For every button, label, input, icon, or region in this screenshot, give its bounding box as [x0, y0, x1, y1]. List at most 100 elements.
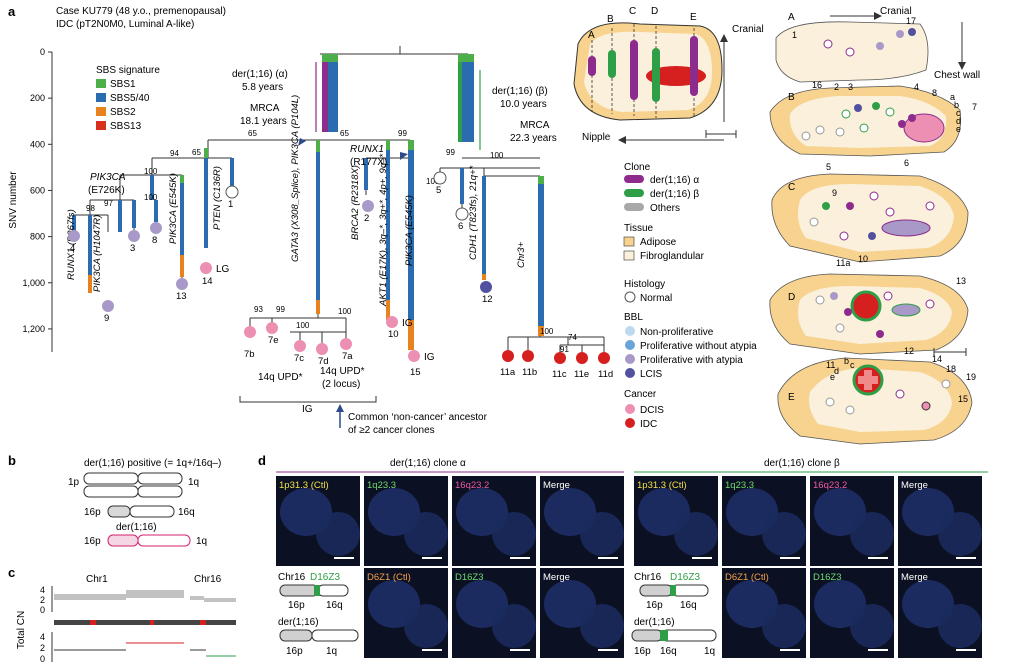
- case-line2: IDC (pT2N0M0, Luminal A-like): [56, 19, 194, 30]
- mutation-label: PIK3CA (H1047R): [92, 215, 103, 292]
- leaf-node: [176, 278, 188, 290]
- mutation-label: RUNX1 (P267fs): [66, 209, 77, 280]
- b-16q: 16q: [178, 507, 195, 518]
- leaf-node: [576, 352, 588, 364]
- leaf-label: 7e: [268, 335, 279, 346]
- mutation-label: GATA3 (X308_Splice), PIK3CA (P104L): [290, 95, 301, 262]
- map-number: 10: [858, 254, 868, 264]
- map-sample-dot: [908, 28, 916, 36]
- leaf-note: IG: [424, 352, 435, 363]
- runx1-mut: (R177X): [350, 157, 387, 168]
- map-sample-dot: [859, 123, 869, 133]
- map-number: 2: [834, 82, 839, 92]
- leaf-node: [316, 343, 328, 355]
- map-sample-dot: [835, 323, 845, 333]
- upd-label-1: 14q UPD*: [258, 372, 303, 383]
- leaf-label: 11c: [552, 369, 567, 380]
- b-1q: 1q: [188, 477, 199, 488]
- leaf-node: [408, 350, 420, 362]
- breast-schematic: A B C D E Cranial Nipple: [573, 6, 764, 144]
- map-sample-dot: [844, 308, 852, 316]
- mutation-label: PTEN (C136R): [212, 166, 223, 230]
- fish-channel-label: Merge: [543, 572, 570, 583]
- common-ancestor-2: of ≥2 cancer clones: [348, 425, 435, 436]
- dcis-swatch: [625, 404, 635, 414]
- tree-annotations: der(1;16) (α) 5.8 years MRCA 18.1 years …: [88, 62, 557, 436]
- bbl-nonprolif-swatch: [625, 326, 635, 336]
- d-beta-title: der(1;16) clone β: [764, 458, 840, 469]
- leaf-label: 15: [410, 367, 421, 378]
- branch-support: 65: [340, 129, 349, 138]
- c-tick-top-2: 2: [40, 595, 45, 605]
- cranial-label: Cranial: [732, 24, 764, 35]
- branch-support: 100: [296, 321, 310, 330]
- map-sample-dot: [869, 191, 879, 201]
- map-sample-dot: [846, 202, 854, 210]
- leaf-label: 7d: [318, 356, 329, 367]
- map-sample-dot: [815, 295, 825, 305]
- case-line1: Case KU779 (48 y.o., premenopausal): [56, 6, 226, 17]
- map-number: b: [844, 356, 849, 366]
- map-number: a: [950, 92, 955, 102]
- mrca-right: MRCA: [520, 120, 550, 131]
- bbl-atypia-label: Proliferative with atypia: [640, 355, 743, 366]
- branch-support: 93: [254, 305, 263, 314]
- branch-support: 100: [540, 327, 554, 336]
- map-sample-dot: [898, 120, 906, 128]
- d-alpha-title: der(1;16) clone α: [390, 458, 466, 469]
- branch-support: 99: [446, 148, 455, 157]
- bbl-lcis-swatch: [625, 368, 635, 378]
- clone-others-label: Others: [650, 203, 680, 214]
- map-number: 9: [832, 188, 837, 198]
- runx1-label: RUNX1: [350, 144, 384, 155]
- fish-channel-label: D16Z3: [455, 572, 484, 583]
- d-probe-b: D16Z3: [670, 572, 700, 583]
- leaf-node: [244, 326, 256, 338]
- leaf-label: 2: [364, 213, 369, 224]
- map-sample-dot: [845, 47, 855, 57]
- fish-channel-label: 1q23.3: [367, 480, 396, 491]
- map-number: 7: [972, 102, 977, 112]
- pik3ca-mut: (E726K): [88, 185, 125, 196]
- slice-label-b: B: [607, 14, 614, 25]
- y-axis-label: SNV number: [8, 171, 19, 229]
- panel-label-c: c: [8, 565, 15, 580]
- clone-alpha-label: der(1;16) α: [650, 175, 699, 186]
- c-tick-top-4: 4: [40, 585, 45, 595]
- map-sample-dot: [839, 231, 849, 241]
- branch-support: 65: [192, 148, 201, 157]
- idc-swatch: [625, 418, 635, 428]
- clone-legend-title: Clone: [624, 162, 651, 173]
- map-number: 14: [932, 354, 942, 364]
- branch-support: 100: [426, 177, 440, 186]
- mutation-label: PIK3CA (E545K): [168, 173, 179, 244]
- d-16q-b: 16q: [680, 600, 697, 611]
- y-tick-label: 400: [30, 139, 45, 149]
- clone-tissue-legend: Clone der(1;16) α der(1;16) β Others Tis…: [623, 162, 757, 430]
- map-sample-dot: [876, 42, 884, 50]
- mutation-labels: RUNX1 (P267fs) PIK3CA (H1047R) PIK3CA (E54…: [66, 95, 527, 307]
- leaf-node: [433, 171, 447, 185]
- c-ylabel: Total CN: [16, 611, 27, 649]
- leaf-label: 11b: [522, 367, 537, 378]
- b-1p: 1p: [68, 477, 80, 488]
- map-sample-dot: [845, 405, 855, 415]
- leaf-note: LG: [216, 264, 230, 275]
- panel-label-b: b: [8, 453, 16, 468]
- map-number: 15: [958, 394, 968, 404]
- b-16p-der: 16p: [84, 536, 101, 547]
- fish-channel-label: Merge: [543, 480, 570, 491]
- map-slice-e: E: [788, 392, 795, 403]
- d-16q-a: 16q: [326, 600, 343, 611]
- slice-label-e: E: [690, 12, 697, 23]
- bbl-prolif-label: Proliferative without atypia: [640, 341, 757, 352]
- leaf-node: [340, 338, 352, 350]
- y-tick-label: 0: [40, 47, 45, 57]
- leaf-node: [150, 222, 162, 234]
- mutation-label: CDH1 (T823fs), 21q+*: [468, 165, 479, 260]
- d-probe-a: D16Z3: [310, 572, 340, 583]
- leaf-node: [522, 350, 534, 362]
- c-tick-bot-2: 2: [40, 643, 45, 653]
- leaf-node: [598, 352, 610, 364]
